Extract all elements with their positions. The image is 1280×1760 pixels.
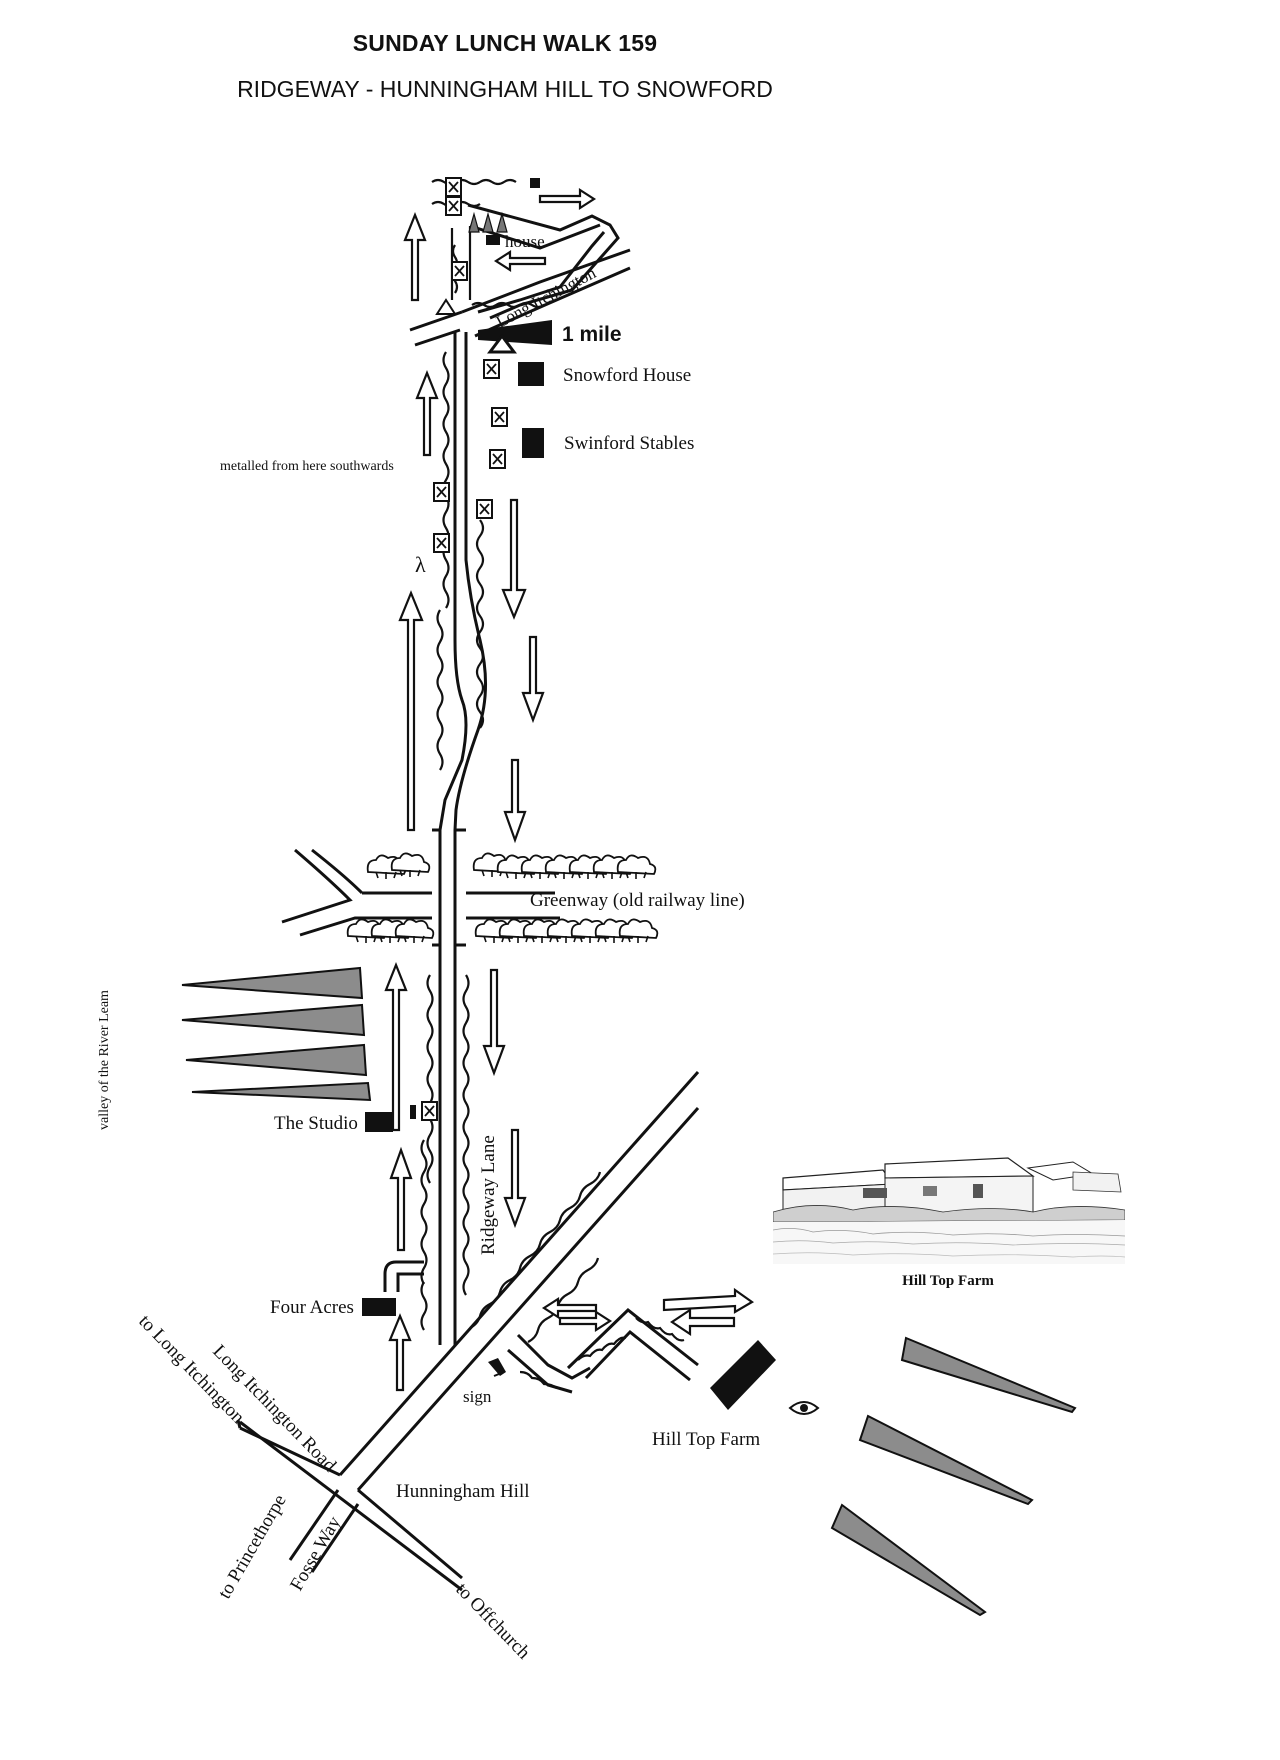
to-princethorpe-label: to Princethorpe [214,1491,290,1602]
arrow-icon [501,498,527,620]
arrow-icon [662,1287,755,1314]
hill-top-farm-label: Hill Top Farm [652,1429,760,1450]
farm-view-wedges [830,1336,1077,1617]
stile-icon [476,499,493,519]
arrow-icon [541,1296,598,1320]
four-acres-building [362,1298,396,1316]
arrow-icon [384,962,408,1132]
sign-icon [488,1358,506,1376]
arrow-icon [388,1313,412,1392]
metalled-label: metalled from here southwards [220,459,394,474]
stile-icon [421,1101,438,1121]
ridgeway-lane-label: Ridgeway Lane [478,1135,499,1255]
route-arrows [384,370,545,1392]
hill-top-farm-caption: Hill Top Farm [902,1273,994,1289]
farm-arrows [541,1287,755,1337]
house-label: house [505,232,545,251]
map-title: SUNDAY LUNCH WALK 159 [352,30,658,56]
stile-icon [433,482,450,502]
arrow-icon [558,1309,613,1333]
north-area: house Long Itchington 1 mile [403,177,631,354]
lane-stiles: λ [410,359,508,1121]
eye-icon [788,1401,820,1415]
hill-top-farm-sketch [773,1150,1125,1264]
arrow-icon [398,590,424,832]
arrow-icon [670,1307,736,1337]
snowford-house-label: Snowford House [563,365,691,386]
arrow-icon [415,370,439,457]
lane-hedges [420,351,485,1331]
ridgeway-lane-road [432,332,487,1345]
stile-icon [445,196,462,216]
tree-icon [496,211,508,233]
arrow-icon [503,1128,527,1229]
building-icon [486,235,500,245]
sign-label: sign [463,1387,492,1406]
scale-label: 1 mile [562,323,622,346]
arrow-icon [403,212,427,302]
tree-icon [482,211,494,233]
south-roads [236,1071,700,1592]
arrow-icon [482,968,506,1077]
stile-icon [489,449,506,469]
arrow-icon [493,249,547,273]
gate-icon [410,1105,416,1119]
stile-icon [491,407,508,427]
map-subtitle: RIDGEWAY - HUNNINGHAM HILL TO SNOWFORD [237,76,773,102]
arrow-icon [389,1146,413,1252]
fork-mark: λ [415,552,426,577]
sign-post [493,1371,505,1377]
swinford-stables-building [522,428,544,458]
greenway [281,848,659,944]
stile-icon [445,177,462,197]
scale-bar [478,320,552,345]
valley-view-wedges [181,966,372,1102]
to-offchurch-label: to Offchurch [451,1579,534,1664]
four-acres-label: Four Acres [270,1297,354,1318]
arrow-icon [538,187,597,211]
greenway-label: Greenway (old railway line) [530,890,745,911]
snowford-house-building [518,362,544,386]
hill-top-farm-building [710,1340,776,1410]
stile-icon [483,359,500,379]
stile-icon [433,533,450,553]
building-icon [530,178,540,188]
swinford-stables-label: Swinford Stables [564,433,694,454]
tree-icon [468,211,480,233]
valley-label: valley of the River Leam [97,990,112,1130]
hunningham-hill-label: Hunningham Hill [396,1481,530,1502]
the-studio-building [365,1112,393,1132]
triangle-icon [435,298,457,315]
arrow-icon [521,635,545,724]
the-studio-label: The Studio [274,1113,358,1134]
stile-icon [451,261,468,281]
triangle-icon [487,333,517,354]
arrow-icon [503,758,527,844]
